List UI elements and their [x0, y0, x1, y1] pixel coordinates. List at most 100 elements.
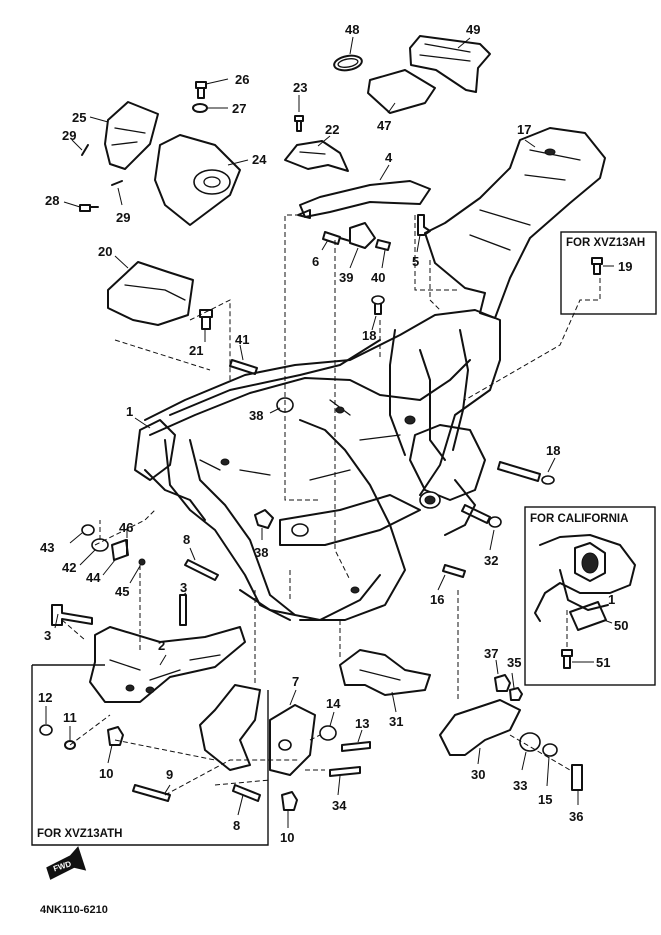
callout-18b: 18 [546, 443, 560, 458]
callout-30: 30 [471, 767, 485, 782]
callout-46: 46 [119, 520, 133, 535]
part-12-nut [39, 706, 53, 736]
box-xvz13ath-label: FOR XVZ13ATH [37, 828, 122, 840]
part-7-bracket [199, 684, 316, 776]
callout-45: 45 [115, 584, 129, 599]
part-2-bracket [89, 626, 246, 703]
part-6-bolt [321, 231, 351, 251]
part-42-bushing [79, 538, 109, 566]
callout-10a: 10 [99, 766, 113, 781]
part-40-bolt [375, 239, 391, 269]
callout-6: 6 [312, 254, 319, 269]
callout-10b: 10 [280, 830, 294, 845]
assembly-lines [61, 214, 601, 796]
callout-13: 13 [355, 716, 369, 731]
callout-39: 39 [339, 270, 353, 285]
callout-15: 34 [332, 798, 347, 813]
callout-47: 47 [377, 118, 391, 133]
part-36-bolt [571, 764, 583, 805]
callout-11: 11 [63, 710, 77, 725]
part-8b-bolt [232, 784, 261, 816]
part-38b-clamp [254, 509, 274, 540]
part-4-grab-rail [297, 164, 431, 219]
part-28-bolt [63, 201, 99, 212]
callout-12: 12 [38, 690, 52, 705]
part-3a-bolt [179, 592, 187, 626]
callout-21: 21 [189, 343, 203, 358]
callout-5: 5 [412, 254, 419, 269]
part-47-pad [367, 69, 436, 114]
callout-49: 49 [466, 22, 480, 37]
callout-24: 24 [252, 152, 267, 167]
part-16-bolt [437, 564, 466, 591]
callout-25: 25 [72, 110, 86, 125]
part-43-nut [69, 524, 95, 544]
part-21-bolt [199, 309, 213, 342]
part-8a-bolt [184, 547, 219, 581]
callout-36: 36 [569, 809, 583, 824]
callout-31: 31 [389, 714, 403, 729]
part-30-bracket [439, 699, 521, 765]
callout-29b: 29 [116, 210, 130, 225]
part-35-nut [509, 672, 523, 701]
callout-48: 48 [345, 22, 359, 37]
callout-33: 33 [513, 778, 527, 793]
callout-16: 16 [430, 592, 444, 607]
part-48-gasket [333, 36, 363, 72]
part-26-bolt [195, 78, 229, 99]
callout-38a: 38 [249, 408, 263, 423]
callout-51: 51 [596, 655, 610, 670]
part-27-washer [192, 103, 228, 113]
part-32-bolt [461, 504, 502, 551]
callout-26: 26 [235, 72, 249, 87]
part-1-main-frame [134, 309, 501, 621]
part-3b-bolt [51, 604, 93, 629]
part-9-bolt [132, 784, 171, 802]
box-xvz13ath: FOR XVZ13ATH [31, 664, 269, 846]
callout-41: 41 [235, 332, 249, 347]
part-41-bolt [229, 344, 258, 375]
part-18b-bolt [497, 457, 556, 485]
fwd-badge: FWD [46, 846, 87, 880]
part-25-cover [89, 101, 159, 170]
callout-40: 40 [371, 270, 385, 285]
callout-9: 9 [166, 767, 173, 782]
callout-8b: 8 [233, 818, 240, 833]
callout-19: 19 [618, 259, 632, 274]
part-23-bolt [294, 95, 304, 132]
part-33-bushing [519, 732, 541, 771]
callout-32: 32 [484, 553, 498, 568]
callout-3b: 3 [44, 628, 51, 643]
part-18a-bolt [371, 295, 385, 331]
box-california-label: FOR CALIFORNIA [530, 513, 628, 525]
part-34-nut [542, 743, 558, 787]
part-5-bolt [416, 214, 431, 253]
part-31-bracket [339, 649, 431, 713]
part-13-bolt [341, 729, 371, 752]
callout-8a: 8 [183, 532, 190, 547]
callout-34: 15 [538, 792, 552, 807]
callout-43: 43 [40, 540, 54, 555]
part-10a-nut [107, 726, 124, 764]
callout-1b: 1 [608, 592, 615, 607]
callout-4: 4 [385, 150, 393, 165]
callout-42: 42 [62, 560, 76, 575]
callout-2: 2 [158, 638, 165, 653]
callout-22: 22 [325, 122, 339, 137]
part-11-washer [64, 726, 76, 750]
part-49-bracket [409, 35, 491, 93]
callout-3a: 3 [180, 580, 187, 595]
part-38a-clamp [269, 397, 294, 414]
part-45-clip [129, 558, 146, 584]
callout-50: 50 [614, 618, 628, 633]
callout-23: 23 [293, 80, 307, 95]
callout-14: 14 [326, 696, 341, 711]
part-29-pins [71, 139, 123, 206]
part-14-bushing [319, 711, 337, 741]
box-xvz13ah-label: FOR XVZ13AH [566, 237, 645, 249]
callout-27: 27 [232, 101, 246, 116]
callout-labels: 48 49 26 23 27 47 25 22 17 29 24 4 28 29… [38, 22, 632, 845]
diagram-code: 4NK110-6210 [40, 904, 108, 916]
part-10b-nut [281, 791, 298, 828]
